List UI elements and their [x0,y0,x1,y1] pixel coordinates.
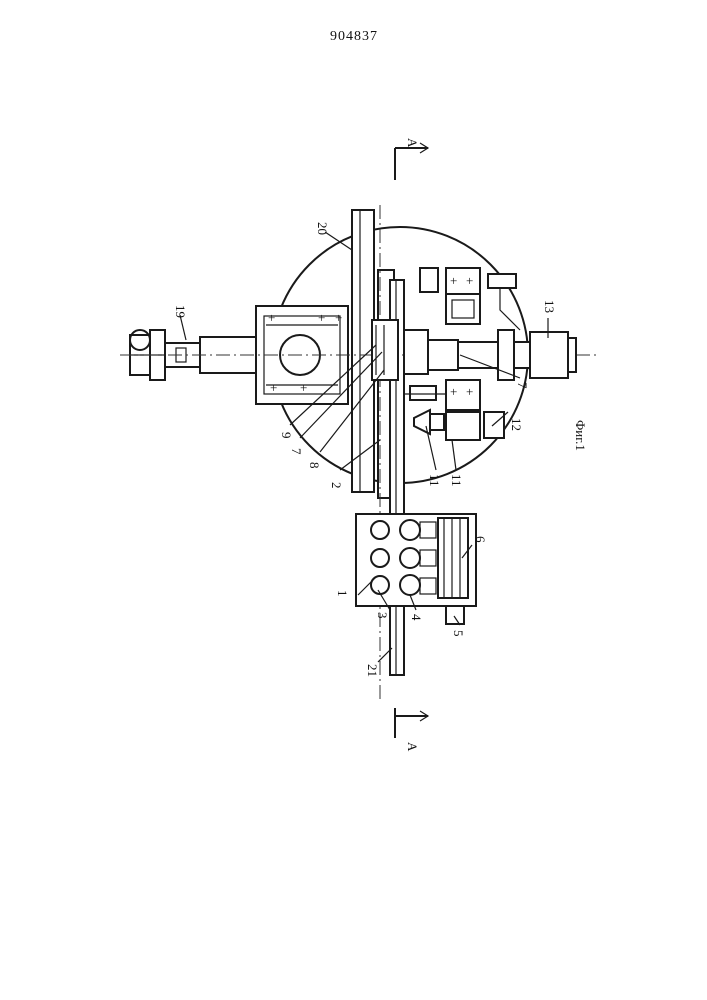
lower-roller-assembly: + + [404,380,504,440]
callout-3: 3 [375,612,390,619]
callout-6: 6 [473,536,488,543]
callout-11-b: 11 [449,474,464,487]
right-shaft [458,330,576,380]
section-label-bottom: A [405,742,420,752]
callout-2: 2 [329,482,344,489]
callout-8: 8 [307,462,322,469]
guide-plates [352,205,404,700]
callout-1: 1 [335,590,350,597]
svg-text:+: + [450,384,457,399]
section-marker-top: A [395,138,428,180]
section-marker-bottom: A [395,708,428,752]
svg-text:+: + [466,273,473,288]
figure-caption: Фиг.1 [573,420,588,451]
callout-11-a: 11 [427,474,442,487]
svg-text:+: + [335,310,342,325]
central-hub [372,320,458,380]
callout-13: 13 [542,300,557,313]
upper-roller-assembly: + + [420,268,520,330]
svg-text:+: + [300,380,307,395]
section-label-top: A [405,138,420,148]
callout-9: 9 [279,432,294,439]
callout-12: 12 [509,418,524,431]
svg-text:+: + [270,380,277,395]
svg-text:+: + [450,273,457,288]
callout-7-left: 7 [289,448,304,455]
patent-number: 904837 [330,29,378,44]
callout-5: 5 [451,630,466,637]
callout-21: 21 [365,664,380,677]
callout-20: 20 [315,222,330,235]
callout-4: 4 [409,614,424,621]
callout-7-right: 7 [515,382,530,389]
lower-block [356,514,476,624]
callout-19: 19 [173,305,188,318]
svg-text:+: + [466,384,473,399]
svg-text:+: + [268,310,275,325]
svg-text:+: + [318,310,325,325]
